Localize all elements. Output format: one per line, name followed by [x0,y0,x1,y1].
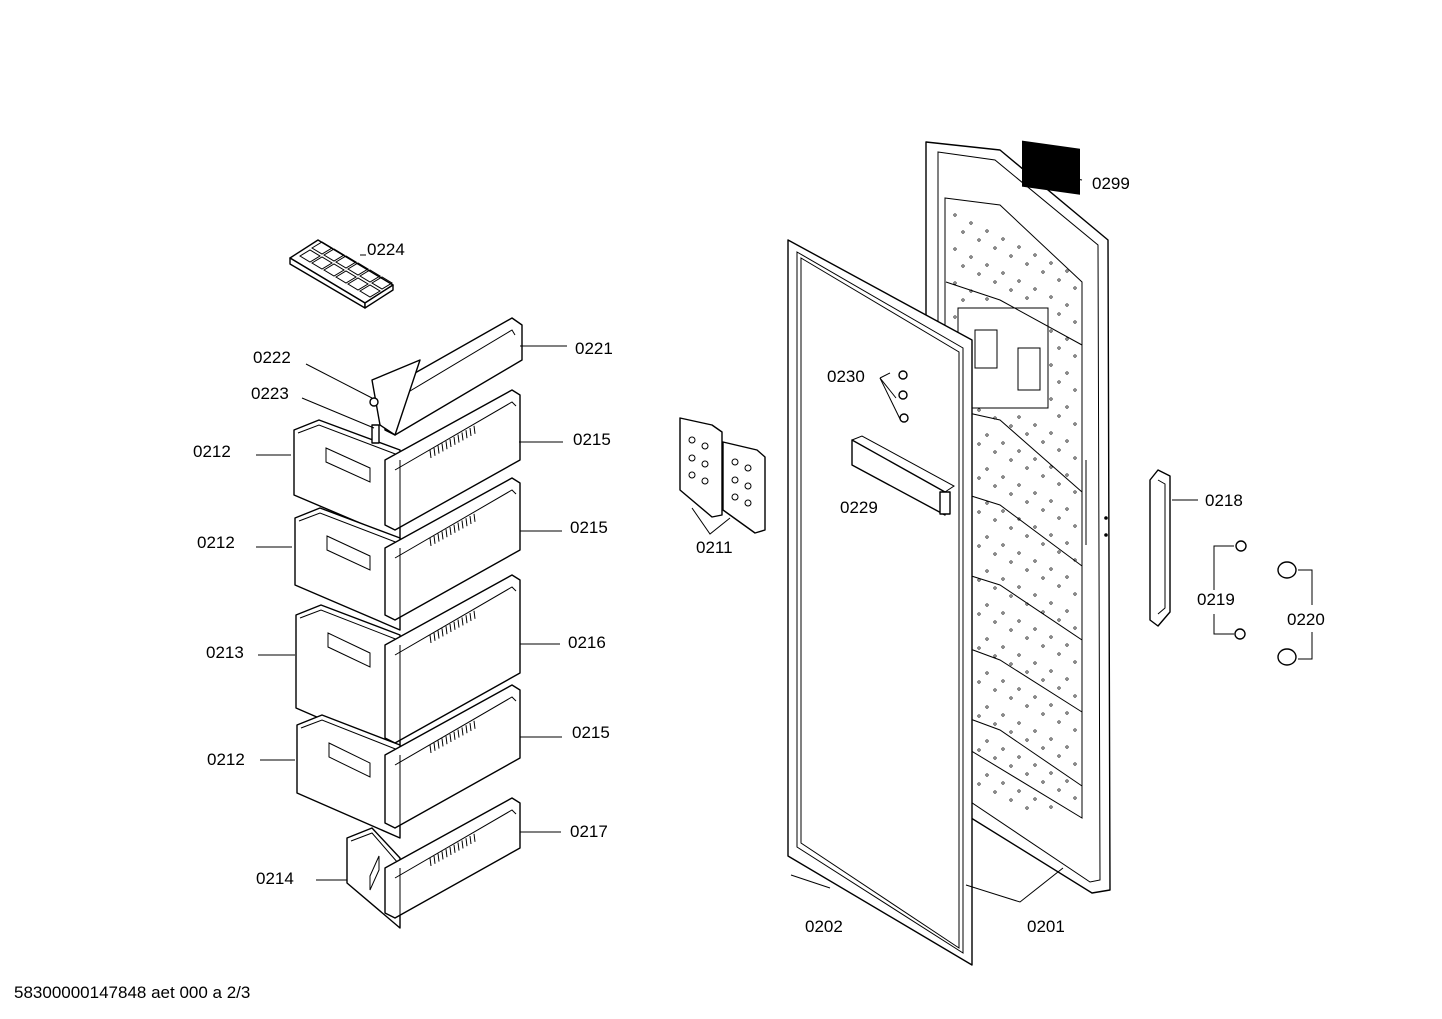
handle-screw-part [1234,540,1247,640]
clip-0223 [371,424,380,444]
label-0299: 0299 [1092,174,1130,193]
label-0217: 0217 [570,822,608,841]
label-0222: 0222 [253,348,291,367]
door-strip-part [851,435,955,516]
label-0201: 0201 [1027,917,1065,936]
leader-lines [256,167,1313,903]
ice-tray-part [289,239,394,309]
cold-pack-part [679,417,766,534]
label-strip-part [1022,140,1080,195]
document-id: 58300000147848 aet 000 a 2/3 [14,983,250,1002]
label-0220: 0220 [1287,610,1325,629]
label-0219: 0219 [1197,590,1235,609]
label-0215-second: 0215 [570,518,608,537]
label-0212-top: 0212 [193,442,231,461]
label-0214: 0214 [256,869,294,888]
label-0202: 0202 [805,917,843,936]
part-labels: 0299 0224 0221 0222 0223 0212 0215 0212 … [193,174,1325,936]
clip-0222 [369,397,379,407]
label-0230: 0230 [827,367,865,386]
label-0212-second: 0212 [197,533,235,552]
screw-set-0230 [898,370,909,423]
label-0229: 0229 [840,498,878,517]
label-0223: 0223 [251,384,289,403]
drawer-stack [293,389,521,929]
label-0218: 0218 [1205,491,1243,510]
label-0213: 0213 [206,643,244,662]
label-0211: 0211 [696,538,733,557]
label-0216: 0216 [568,633,606,652]
door-handle-part [1149,469,1171,627]
label-0215-fourth: 0215 [572,723,610,742]
drawer-cover-part [371,317,523,436]
label-0215-top: 0215 [573,430,611,449]
handle-cap-part [1277,561,1297,666]
door-gasket-part [787,239,973,966]
label-0224: 0224 [367,240,405,259]
label-0212-fourth: 0212 [207,750,245,769]
label-0221: 0221 [575,339,613,358]
